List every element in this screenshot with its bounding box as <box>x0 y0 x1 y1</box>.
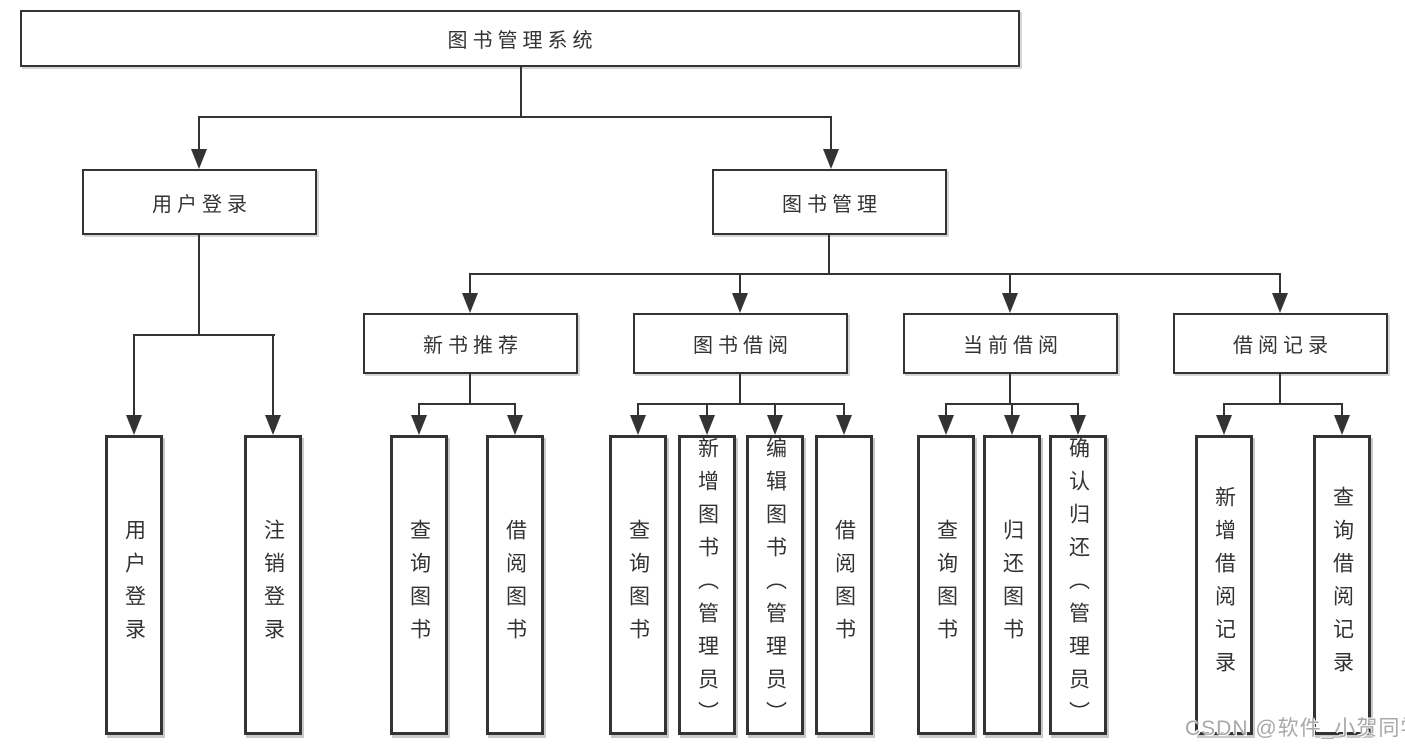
connector-line <box>469 273 471 295</box>
arrow-down-icon <box>411 415 427 435</box>
connector-line <box>739 374 741 405</box>
connector-line <box>418 403 516 405</box>
arrow-down-icon <box>767 415 783 435</box>
arrow-down-icon <box>1216 415 1232 435</box>
arrow-down-icon <box>836 415 852 435</box>
leaf-add-borrow-record: 新增借阅记录 <box>1195 435 1253 735</box>
connector-line <box>1009 273 1011 295</box>
connector-line <box>520 66 522 118</box>
arrow-down-icon <box>823 149 839 169</box>
node-label: 编辑图书（管理员） <box>763 436 787 734</box>
node-label: 查询图书 <box>934 519 958 651</box>
leaf-add-book-admin: 新增图书（管理员） <box>678 435 736 735</box>
arrow-down-icon <box>732 293 748 313</box>
connector-line <box>1223 403 1343 405</box>
connector-line <box>1279 273 1281 295</box>
arrow-down-icon <box>1334 415 1350 435</box>
node-label: 借阅图书 <box>832 519 856 651</box>
leaf-user-login: 用户登录 <box>105 435 163 735</box>
node-label: 查询图书 <box>626 519 650 651</box>
arrow-down-icon <box>126 415 142 435</box>
node-label: 图书借阅 <box>693 335 793 357</box>
arrow-down-icon <box>191 149 207 169</box>
connector-line <box>198 116 832 118</box>
leaf-query-books-1: 查询图书 <box>390 435 448 735</box>
node-book-borrow: 图书借阅 <box>633 313 848 374</box>
connector-line <box>272 334 274 417</box>
node-label: 查询图书 <box>407 519 431 651</box>
node-new-book-recommend: 新书推荐 <box>363 313 578 374</box>
leaf-query-borrow-record: 查询借阅记录 <box>1313 435 1371 735</box>
leaf-edit-book-admin: 编辑图书（管理员） <box>746 435 804 735</box>
arrow-down-icon <box>507 415 523 435</box>
node-book-management: 图书管理 <box>712 169 947 235</box>
connector-line <box>514 403 516 417</box>
connector-line <box>1279 374 1281 405</box>
connector-line <box>469 273 1281 275</box>
node-label: 归还图书 <box>1000 519 1024 651</box>
connector-line <box>133 334 275 336</box>
connector-line <box>706 403 708 417</box>
leaf-return-book: 归还图书 <box>983 435 1041 735</box>
node-label: 当前借阅 <box>963 335 1063 357</box>
arrow-down-icon <box>1004 415 1020 435</box>
node-label: 图书管理系统 <box>447 30 598 52</box>
arrow-down-icon <box>265 415 281 435</box>
connector-line <box>843 403 845 417</box>
node-label: 确认归还（管理员） <box>1066 436 1090 734</box>
connector-line <box>637 403 639 417</box>
connector-line <box>637 403 845 405</box>
connector-line <box>469 374 471 405</box>
node-label: 查询借阅记录 <box>1330 486 1354 684</box>
arrow-down-icon <box>699 415 715 435</box>
node-label: 注销登录 <box>261 519 285 651</box>
connector-line <box>945 403 947 417</box>
connector-line <box>828 234 830 275</box>
node-label: 用户登录 <box>152 193 252 216</box>
node-borrow-records: 借阅记录 <box>1173 313 1388 374</box>
node-label: 借阅图书 <box>503 519 527 651</box>
node-label: 新增借阅记录 <box>1212 486 1236 684</box>
leaf-query-books-2: 查询图书 <box>609 435 667 735</box>
arrow-down-icon <box>938 415 954 435</box>
node-current-borrow: 当前借阅 <box>903 313 1118 374</box>
node-label: 借阅记录 <box>1233 335 1333 357</box>
node-label: 用户登录 <box>122 519 146 651</box>
node-library-system: 图书管理系统 <box>20 10 1020 67</box>
arrow-down-icon <box>1272 293 1288 313</box>
leaf-query-books-3: 查询图书 <box>917 435 975 735</box>
arrow-down-icon <box>1002 293 1018 313</box>
node-label: 新书推荐 <box>423 335 523 357</box>
connector-line <box>1009 374 1011 405</box>
leaf-logout: 注销登录 <box>244 435 302 735</box>
arrow-down-icon <box>462 293 478 313</box>
connector-line <box>1341 403 1343 417</box>
connector-line <box>739 273 741 295</box>
leaf-borrow-books-2: 借阅图书 <box>815 435 873 735</box>
connector-line <box>133 334 135 417</box>
leaf-confirm-return-admin: 确认归还（管理员） <box>1049 435 1107 735</box>
connector-line <box>1223 403 1225 417</box>
csdn-watermark: CSDN @软件_小贺同学 <box>1185 717 1405 740</box>
node-user-login: 用户登录 <box>82 169 317 235</box>
arrow-down-icon <box>630 415 646 435</box>
connector-line <box>418 403 420 417</box>
connector-line <box>1011 403 1013 417</box>
connector-line <box>830 116 832 152</box>
connector-line <box>198 234 200 336</box>
connector-line <box>774 403 776 417</box>
leaf-borrow-books-1: 借阅图书 <box>486 435 544 735</box>
arrow-down-icon <box>1070 415 1086 435</box>
node-label: 图书管理 <box>782 193 882 216</box>
node-label: 新增图书（管理员） <box>695 436 719 734</box>
connector-line <box>1077 403 1079 417</box>
connector-line <box>198 116 200 152</box>
